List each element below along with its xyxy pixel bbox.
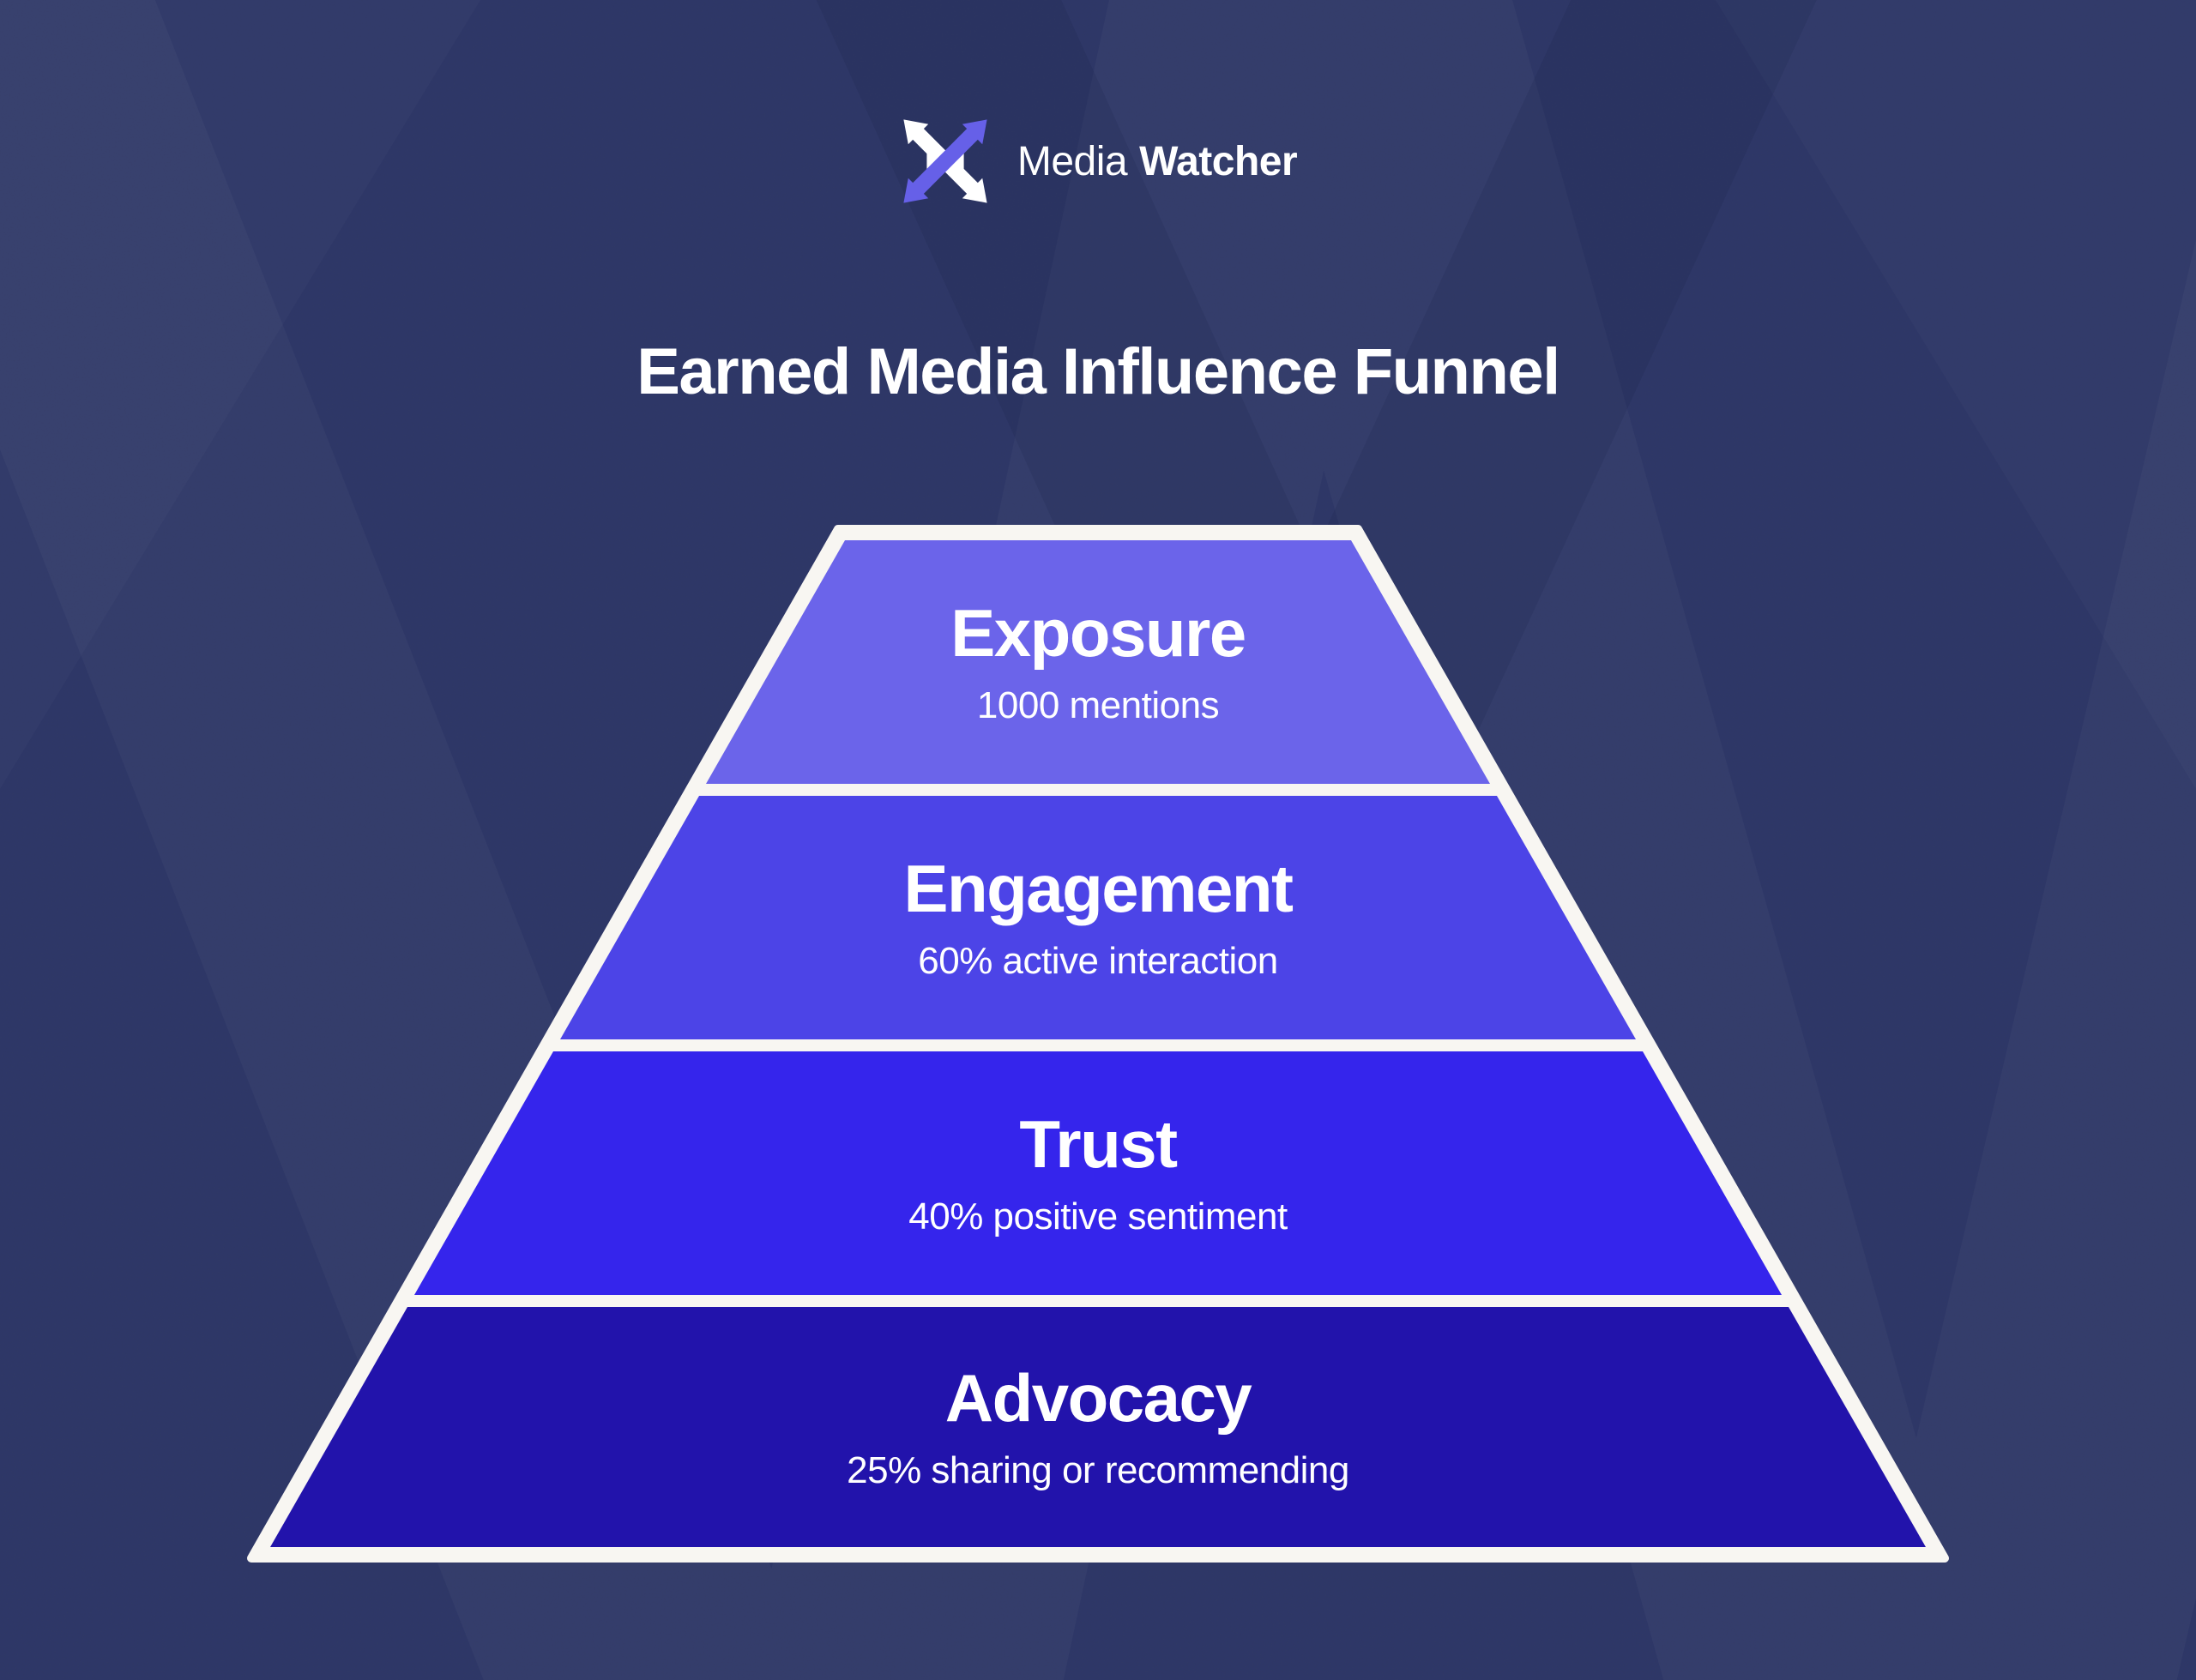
brand-name-light: Media: [1017, 138, 1128, 184]
brand-name-bold: Watcher: [1139, 138, 1298, 184]
funnel-outline: [247, 525, 1949, 1563]
funnel-layer-shape-engagement: [560, 796, 1636, 1039]
funnel-layer-shape-exposure: [706, 540, 1490, 784]
funnel-layer-shape-advocacy: [270, 1307, 1926, 1547]
page-title: Earned Media Influence Funnel: [636, 335, 1560, 408]
logo-arrow-purple: [903, 119, 987, 203]
funnel-layer-shape-trust: [414, 1051, 1782, 1295]
crossed-arrows-x-icon: [903, 119, 987, 203]
brand-name: Media Watcher: [1017, 138, 1298, 185]
brand-header: Media Watcher: [0, 115, 2196, 208]
